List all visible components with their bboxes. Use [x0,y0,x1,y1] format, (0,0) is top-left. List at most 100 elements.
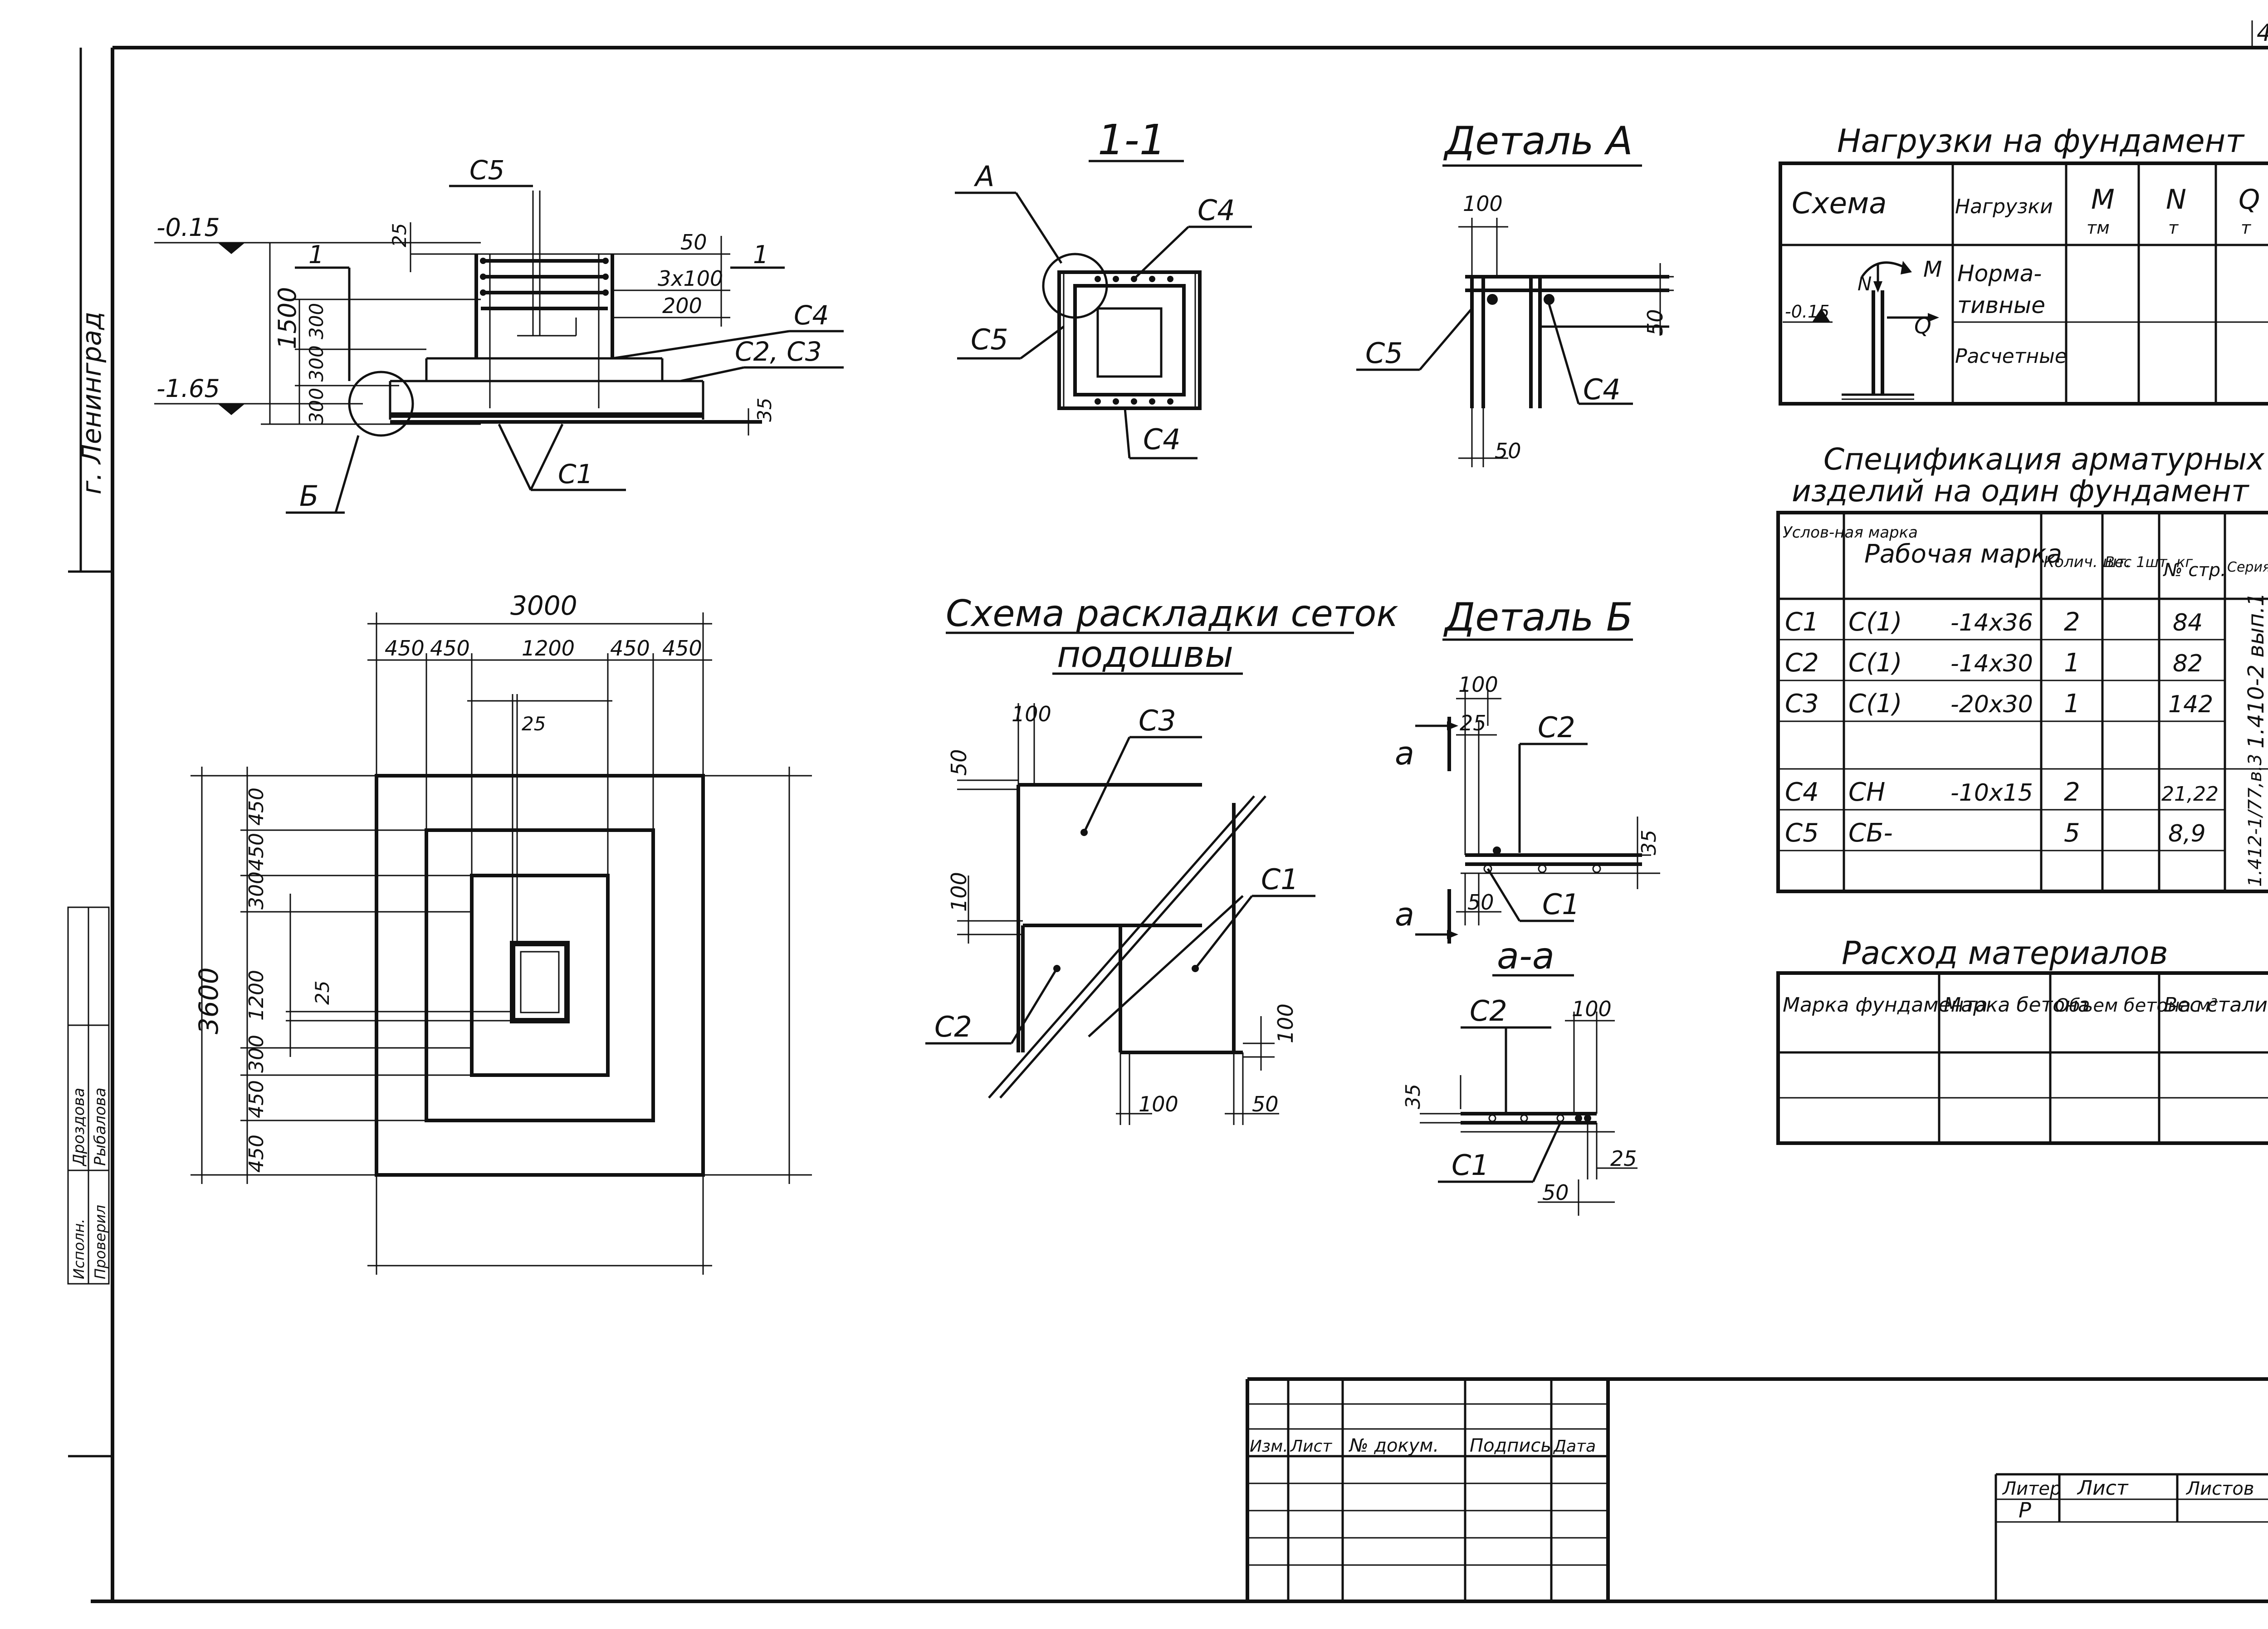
dim-h3: 300 [245,871,268,910]
loads-unit-m: тм [2087,218,2110,238]
scheme-n: N [1857,273,1872,295]
dim-50-section: 50 [680,230,707,254]
dim-h4: 1200 [245,970,268,1021]
spec-row-page: 21,22 [2161,783,2219,806]
dim-200: 200 [662,294,702,318]
spec-header-cond: Услов-ная марка [1783,523,1918,542]
dim-25-section: 25 [388,223,411,247]
materials-header-steel: Вес стали кг [2164,993,2268,1017]
spec-series-2: 1.412-1/77,в.3 [2245,754,2266,887]
loads-table: Нагрузки на фундамент Схема Нагрузки M т… [1779,122,2268,406]
spec-row-size: -14х30 [1950,650,2033,677]
section-1-1: 1-1 А С4 С5 С4 [955,116,1252,460]
label-c4-section: С4 [794,300,829,331]
spec-header-series: Серия выпуск [2227,559,2268,575]
spec-row-qty: 2 [2064,778,2080,807]
city-label: г. Ленинград [76,312,107,494]
dim-50-detail-a-bottom: 50 [1495,439,1521,463]
label-c5-1-1: С5 [971,323,1008,356]
dim-3x100: 3х100 [658,266,723,291]
loads-header-n: N [2166,184,2186,215]
dim-35-section: 35 [753,398,776,422]
label-c1-mesh: С1 [1261,863,1299,896]
dim-w3: 1200 [522,636,575,660]
section-1-1-title: 1-1 [1098,116,1166,164]
materials-header-volume: Объем бетона м³ [2055,995,2218,1016]
loads-header-loads: Нагрузки [1955,195,2053,218]
dim-h6: 450 [245,1080,268,1118]
loads-row-normative-1: Норма- [1957,260,2042,287]
spec-row-cond: С2 [1785,648,1819,678]
spec-title-2: изделий на один фундамент [1792,474,2250,509]
dim-w2: 450 [430,636,470,660]
dim-100-mesh-left: 100 [947,872,971,912]
dim-100-detail-a: 100 [1463,191,1503,216]
loads-table-title: Нагрузки на фундамент [1837,122,2245,160]
spec-row-work: СН [1848,778,1885,807]
mesh-scheme: Схема раскладки сеток подошвы 100 50 100… [925,592,1398,1125]
spec-title-1: Спецификация арматурных [1823,442,2265,477]
cut-a-bottom: а [1395,896,1414,933]
spec-row-work: СБ- [1848,818,1893,848]
spec-row-qty: 2 [2064,607,2080,637]
scheme-m: M [1923,257,1942,282]
tb-header-sign: Подпись [1470,1435,1551,1456]
page-number: 40 [2257,20,2268,47]
dim-h2: 450 [245,833,268,871]
section-a-a-title: а-а [1497,935,1554,977]
loads-header-m: M [2091,184,2115,215]
label-c1-section: С1 [558,459,593,489]
detail-b-title: Деталь Б [1443,595,1633,640]
spec-header-work: Рабочая марка [1864,539,2062,569]
cut-mark-right: 1 [753,240,768,269]
scheme-elev: -0.15 [1785,302,1829,322]
label-c2-detail-b: С2 [1538,711,1575,744]
mesh-scheme-title-1: Схема раскладки сеток [946,592,1398,635]
spec-rows: С1 С(1) -14х36 2 84 С2 С(1) -14х30 1 82 … [1785,607,2219,848]
dim-3600: 3600 [193,967,224,1034]
spec-series-1: 1.410-2 вып.1 [2244,592,2268,748]
sheet-frame: 40 [91,20,2268,1603]
spec-row-size: -14х36 [1950,609,2033,636]
dim-h5: 300 [245,1035,268,1073]
stamp-name-1: Дроздова [70,1088,88,1167]
detail-b: Деталь Б 100 25 35 50 С1 С2 а [1395,595,1661,944]
label-c1-a-a: С1 [1452,1149,1489,1182]
spec-row-qty: 5 [2064,818,2080,848]
spec-row-work: С(1) [1848,689,1902,719]
tb-header-date: Дата [1553,1437,1596,1456]
spec-row-page: 84 [2173,609,2203,636]
elev-top: -0.15 [156,213,220,242]
dim-w1: 450 [385,636,425,660]
mesh-scheme-title-2: подошвы [1057,633,1233,675]
dim-100-a-a: 100 [1572,997,1612,1021]
loads-unit-n: т [2168,218,2179,238]
tb-header-change: Изм. [1250,1437,1288,1456]
dim-25-detail-b: 25 [1460,711,1486,735]
dim-3000: 3000 [510,590,577,621]
tb-sheets-header: Листов [2185,1478,2254,1499]
materials-title: Расход материалов [1842,934,2168,972]
cut-a-top: а [1395,735,1414,772]
left-margin: г. Ленинград Исполн. Дроздова Проверил Р… [67,48,112,1458]
spec-row-cond: С1 [1785,607,1819,637]
spec-row-work: С(1) [1848,648,1902,678]
dim-w4: 450 [610,636,650,660]
label-c1-detail-b: С1 [1542,888,1580,921]
label-c2-mesh: С2 [934,1010,972,1043]
elev-bottom: -1.65 [156,374,220,403]
label-c5-section: С5 [469,155,504,186]
materials-header-foundation: Марка фундамента [1783,993,1988,1017]
tb-header-sheet: Лист [1290,1437,1332,1456]
dim-50-mesh-left: 50 [947,749,971,776]
loads-header-q: Q [2239,184,2260,215]
dim-100-mesh-right: 100 [1273,1003,1298,1043]
dim-50-detail-b: 50 [1467,890,1494,915]
spec-header-weight: Вес 1шт. кг [2105,553,2193,571]
materials-table: Расход материалов Марка фундамента Марка… [1776,934,2268,1145]
dim-25-a-a: 25 [1610,1146,1637,1171]
loads-row-normative-2: тивные [1957,292,2045,318]
spec-row-cond: С5 [1785,818,1819,848]
dim-35-detail-b: 35 [1637,830,1661,855]
spec-row-size: -10х15 [1950,779,2033,807]
